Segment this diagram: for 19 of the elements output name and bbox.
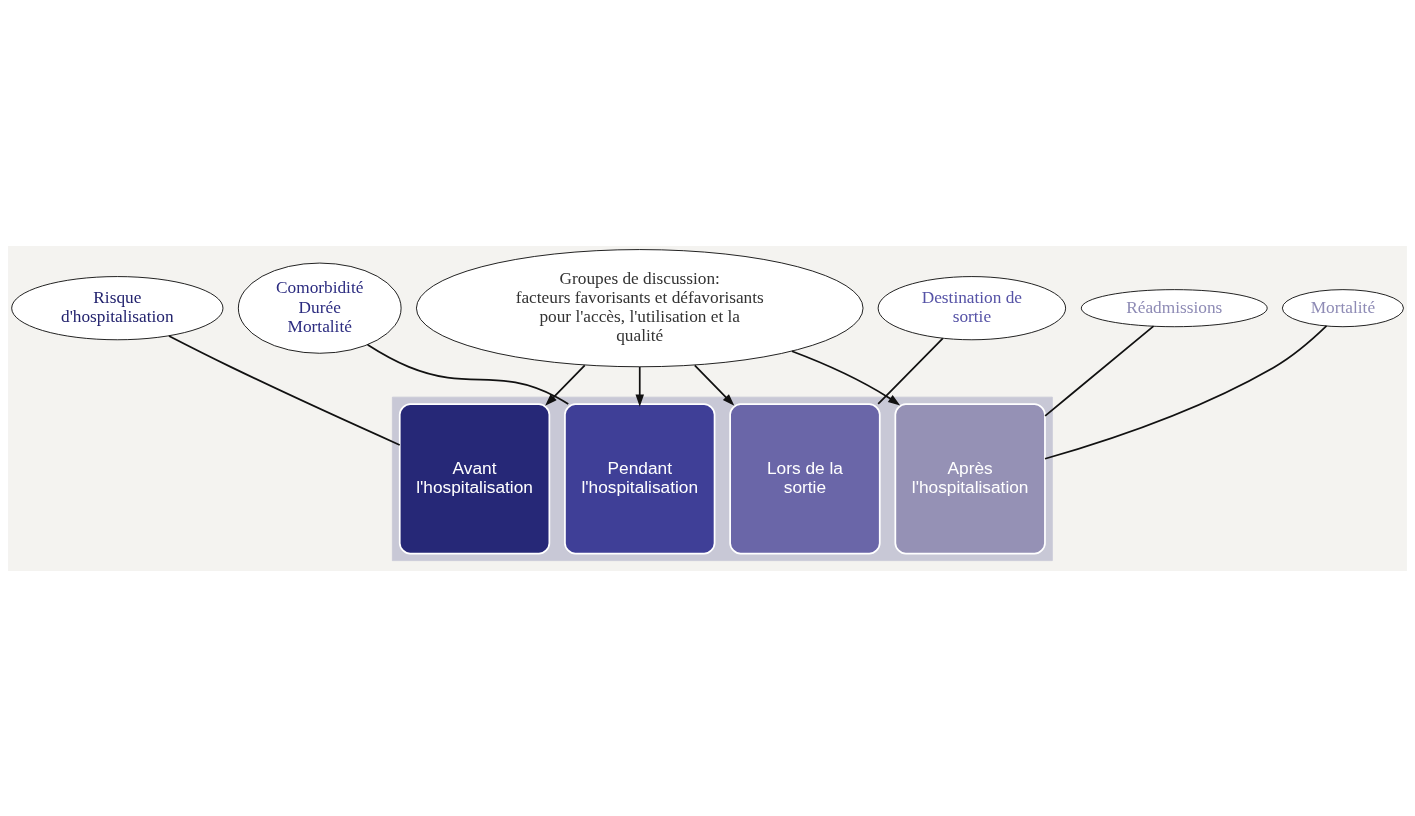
connector bbox=[1044, 324, 1155, 417]
node-ellipse: Mortalité bbox=[1281, 288, 1404, 327]
node-box: Lors de la sortie bbox=[729, 402, 881, 555]
connector bbox=[366, 343, 570, 405]
node-box: Après l'hospitalisation bbox=[894, 402, 1046, 555]
node-ellipse: Groupes de discussion: facteurs favorisants et défavorisants pour l'accès, l'utilisation et la qualité bbox=[416, 248, 864, 367]
node-box: Avant l'hospitalisation bbox=[398, 402, 551, 555]
connector bbox=[877, 337, 944, 405]
arrow bbox=[693, 363, 735, 406]
connector bbox=[168, 334, 401, 446]
node-ellipse: Comorbidité Durée Mortalité bbox=[237, 262, 402, 354]
node-box: Pendant l'hospitalisation bbox=[564, 402, 716, 555]
arrow bbox=[545, 363, 586, 406]
node-ellipse: Destination de sortie bbox=[877, 275, 1067, 340]
arrow bbox=[635, 365, 644, 407]
node-ellipse: Risque d'hospitalisation bbox=[11, 275, 224, 340]
node-ellipse: Réadmissions bbox=[1080, 288, 1268, 327]
connector bbox=[1044, 324, 1328, 460]
arrow bbox=[791, 349, 901, 405]
